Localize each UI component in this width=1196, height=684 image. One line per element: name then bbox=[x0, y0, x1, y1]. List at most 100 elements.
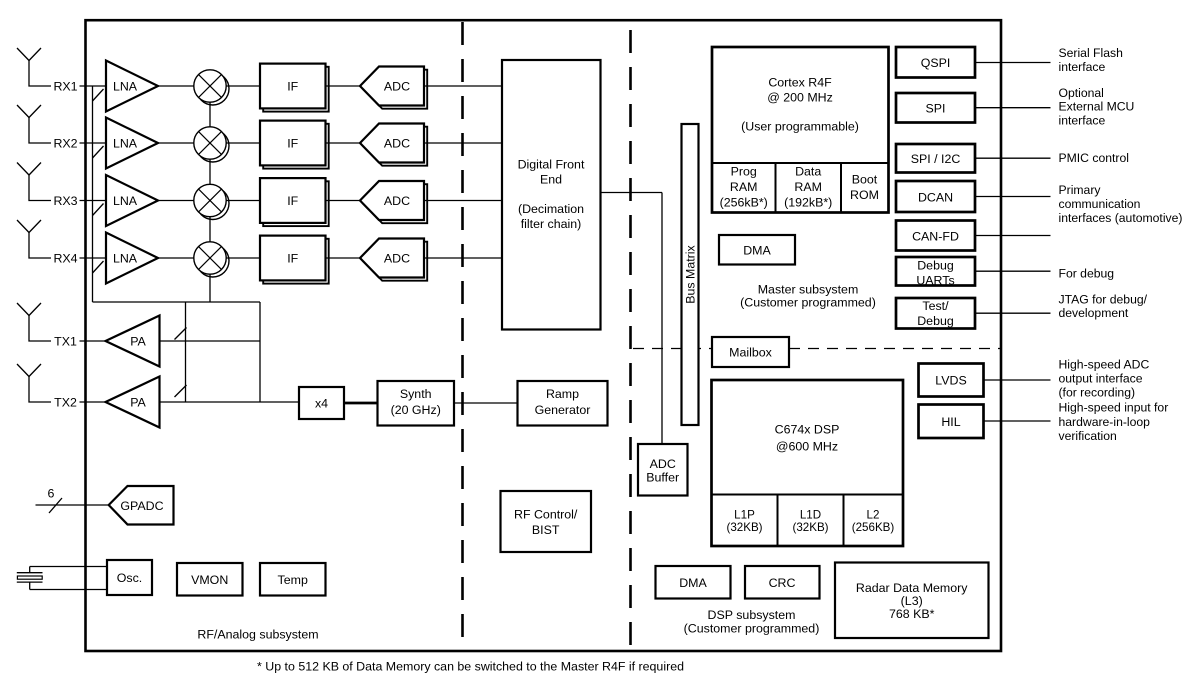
svg-text:768 KB*: 768 KB* bbox=[889, 607, 935, 621]
svg-text:LNA: LNA bbox=[113, 252, 138, 266]
svg-text:For debug: For debug bbox=[1059, 267, 1115, 281]
svg-text:UARTs: UARTs bbox=[916, 273, 954, 287]
svg-text:Boot: Boot bbox=[852, 173, 878, 187]
svg-text:Temp: Temp bbox=[278, 573, 308, 587]
svg-text:ADC: ADC bbox=[650, 457, 676, 471]
svg-text:development: development bbox=[1059, 306, 1129, 320]
svg-text:(Decimation: (Decimation bbox=[518, 202, 584, 216]
svg-text:External MCU: External MCU bbox=[1059, 100, 1135, 114]
svg-text:* Up to 512 KB of Data Memory: * Up to 512 KB of Data Memory can be swi… bbox=[257, 660, 684, 674]
svg-text:interface: interface bbox=[1059, 113, 1106, 127]
svg-text:filter chain): filter chain) bbox=[521, 217, 582, 231]
svg-text:RX1: RX1 bbox=[53, 80, 77, 94]
svg-text:GPADC: GPADC bbox=[120, 499, 163, 513]
svg-text:Generator: Generator bbox=[535, 403, 591, 417]
svg-text:DCAN: DCAN bbox=[918, 191, 953, 205]
svg-text:Master subsystem: Master subsystem bbox=[758, 282, 859, 296]
svg-text:L2: L2 bbox=[867, 509, 880, 522]
svg-text:RAM: RAM bbox=[794, 180, 822, 194]
svg-text:High-speed input for: High-speed input for bbox=[1059, 401, 1169, 415]
svg-text:Serial Flash: Serial Flash bbox=[1059, 46, 1123, 60]
svg-text:(192kB*): (192kB*) bbox=[784, 195, 832, 209]
svg-text:Debug: Debug bbox=[917, 258, 954, 272]
svg-text:(L3): (L3) bbox=[901, 594, 923, 608]
svg-text:hardware-in-loop: hardware-in-loop bbox=[1059, 415, 1151, 429]
svg-text:PA: PA bbox=[130, 396, 146, 410]
svg-text:Synth: Synth bbox=[400, 387, 432, 401]
svg-text:(256KB): (256KB) bbox=[852, 521, 895, 534]
svg-text:Ramp: Ramp bbox=[546, 387, 579, 401]
svg-text:Test/: Test/ bbox=[922, 299, 949, 313]
svg-text:ADC: ADC bbox=[384, 194, 410, 208]
svg-text:IF: IF bbox=[287, 137, 298, 151]
svg-text:ADC: ADC bbox=[384, 137, 410, 151]
svg-text:DMA: DMA bbox=[743, 243, 771, 257]
svg-text:Radar Data Memory: Radar Data Memory bbox=[856, 581, 968, 595]
svg-text:L1P: L1P bbox=[734, 509, 755, 522]
svg-text:Osc.: Osc. bbox=[117, 571, 142, 585]
svg-text:(256kB*): (256kB*) bbox=[720, 195, 768, 209]
svg-text:LVDS: LVDS bbox=[935, 374, 966, 388]
svg-text:SPI: SPI bbox=[926, 102, 946, 116]
svg-text:@ 200 MHz: @ 200 MHz bbox=[767, 91, 833, 105]
svg-text:CAN-FD: CAN-FD bbox=[912, 230, 959, 244]
svg-text:Digital Front: Digital Front bbox=[518, 158, 585, 172]
svg-text:RAM: RAM bbox=[730, 180, 758, 194]
svg-text:DMA: DMA bbox=[679, 576, 707, 590]
svg-text:LNA: LNA bbox=[113, 194, 138, 208]
svg-text:End: End bbox=[540, 173, 562, 187]
svg-text:@600 MHz: @600 MHz bbox=[776, 440, 838, 454]
svg-text:ROM: ROM bbox=[850, 188, 879, 202]
svg-text:Bus Matrix: Bus Matrix bbox=[684, 244, 698, 303]
svg-text:Prog: Prog bbox=[731, 165, 757, 179]
svg-text:BIST: BIST bbox=[532, 523, 560, 537]
svg-text:(32KB): (32KB) bbox=[726, 521, 762, 534]
svg-text:HIL: HIL bbox=[941, 415, 960, 429]
svg-text:PMIC control: PMIC control bbox=[1059, 151, 1129, 165]
svg-text:High-speed ADC: High-speed ADC bbox=[1059, 357, 1150, 371]
svg-text:VMON: VMON bbox=[191, 573, 228, 587]
svg-text:IF: IF bbox=[287, 80, 298, 94]
svg-text:Optional: Optional bbox=[1059, 86, 1104, 100]
svg-text:RF/Analog subsystem: RF/Analog subsystem bbox=[197, 628, 318, 642]
svg-text:RF Control/: RF Control/ bbox=[514, 508, 578, 522]
svg-text:CRC: CRC bbox=[769, 576, 796, 590]
svg-text:Cortex R4F: Cortex R4F bbox=[768, 76, 832, 90]
svg-text:(for recording): (for recording) bbox=[1059, 385, 1136, 399]
svg-text:ADC: ADC bbox=[384, 252, 410, 266]
svg-text:6: 6 bbox=[48, 487, 55, 501]
svg-text:TX2: TX2 bbox=[54, 396, 77, 410]
svg-text:Data: Data bbox=[795, 165, 821, 179]
svg-text:interfaces (automotive): interfaces (automotive) bbox=[1059, 211, 1183, 225]
svg-text:C674x DSP: C674x DSP bbox=[775, 423, 840, 437]
svg-text:LNA: LNA bbox=[113, 137, 138, 151]
svg-text:SPI / I2C: SPI / I2C bbox=[911, 152, 961, 166]
svg-text:L1D: L1D bbox=[800, 509, 821, 522]
svg-text:RX4: RX4 bbox=[53, 252, 77, 266]
svg-text:(User programmable): (User programmable) bbox=[741, 120, 859, 134]
svg-text:IF: IF bbox=[287, 252, 298, 266]
svg-text:(Customer programmed): (Customer programmed) bbox=[740, 296, 876, 310]
svg-text:(32KB): (32KB) bbox=[792, 521, 828, 534]
svg-text:IF: IF bbox=[287, 194, 298, 208]
svg-text:(20 GHz): (20 GHz) bbox=[391, 403, 441, 417]
svg-text:PA: PA bbox=[130, 335, 146, 349]
svg-text:output interface: output interface bbox=[1059, 371, 1143, 385]
svg-text:(Customer programmed): (Customer programmed) bbox=[684, 621, 820, 635]
svg-text:QSPI: QSPI bbox=[921, 56, 951, 70]
svg-text:Mailbox: Mailbox bbox=[729, 346, 773, 360]
svg-text:TX1: TX1 bbox=[54, 335, 77, 349]
svg-text:communication: communication bbox=[1059, 197, 1141, 211]
svg-text:verification: verification bbox=[1059, 429, 1117, 443]
svg-text:LNA: LNA bbox=[113, 80, 138, 94]
svg-text:RX2: RX2 bbox=[53, 137, 77, 151]
svg-text:JTAG for debug/: JTAG for debug/ bbox=[1059, 292, 1148, 306]
svg-text:ADC: ADC bbox=[384, 80, 410, 94]
svg-text:interface: interface bbox=[1059, 60, 1106, 74]
svg-text:Debug: Debug bbox=[917, 314, 954, 328]
svg-text:RX3: RX3 bbox=[53, 194, 77, 208]
svg-text:Primary: Primary bbox=[1059, 183, 1102, 197]
svg-text:Buffer: Buffer bbox=[646, 470, 679, 484]
svg-text:DSP subsystem: DSP subsystem bbox=[708, 608, 796, 622]
svg-text:x4: x4 bbox=[315, 397, 328, 411]
